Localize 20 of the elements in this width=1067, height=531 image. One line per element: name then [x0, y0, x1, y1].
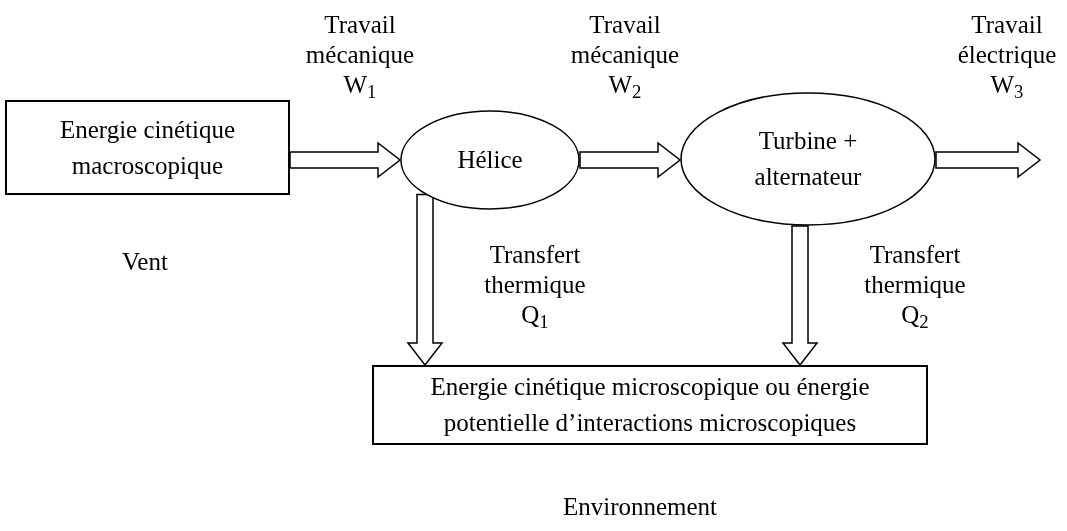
energy-box: [372, 365, 928, 445]
node-text: Turbine + alternateur: [753, 126, 863, 192]
node-caption: Vent: [121, 247, 169, 277]
edge-label: Travail mécanique W$_{2}$: [569, 10, 681, 100]
node-caption: Environnement: [561, 492, 719, 522]
process-ellipse: [680, 92, 936, 226]
node-text: Energie cinétique macroscopique: [58, 114, 237, 181]
block-arrow: [935, 141, 1042, 179]
block-arrow: [289, 141, 402, 179]
edge-label: Transfert thermique Q$_{2}$: [863, 240, 967, 330]
block-arrow: [406, 193, 444, 367]
node-text: Energie cinétique microscopique ou énergie potentielle d’interactions microscopiques: [429, 372, 871, 438]
node-text: Hélice: [457, 145, 523, 175]
block-arrow: [781, 225, 819, 367]
block-arrow: [579, 141, 682, 179]
edge-label: Transfert thermique Q$_{1}$: [483, 240, 587, 330]
energy-box: [5, 100, 290, 195]
edge-label: Travail électrique W$_{3}$: [956, 10, 1058, 100]
edge-label: Travail mécanique W$_{1}$: [304, 10, 416, 100]
process-ellipse: [400, 110, 580, 210]
